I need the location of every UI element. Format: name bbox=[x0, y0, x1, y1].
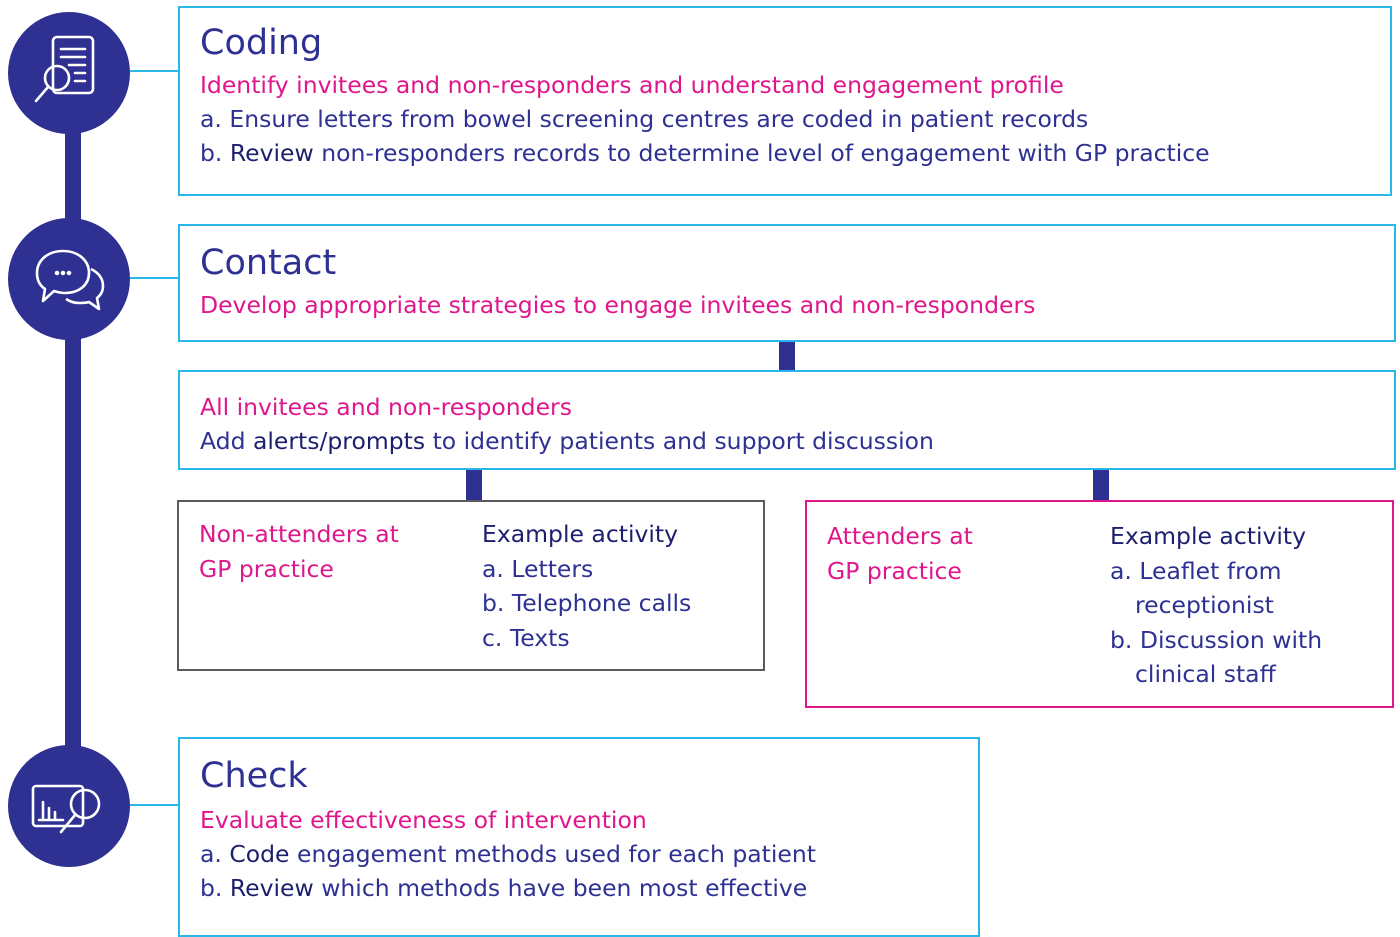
attenders-item: clinical staff bbox=[1135, 660, 1276, 688]
non-attenders-item: b. Telephone calls bbox=[482, 589, 692, 617]
non-attenders-heading-line2: GP practice bbox=[199, 554, 334, 583]
coding-connector bbox=[130, 70, 180, 72]
all-to-non-attenders-connector bbox=[466, 470, 482, 500]
all-invitees-heading: All invitees and non-responders bbox=[200, 393, 572, 421]
coding-box: Coding Identify invitees and non-respond… bbox=[178, 6, 1392, 196]
contact-title: Contact bbox=[200, 243, 337, 283]
check-item-b: b. Review which methods have been most e… bbox=[200, 874, 808, 902]
check-item-a-emphasis: Code bbox=[229, 840, 290, 868]
contact-connector bbox=[130, 277, 180, 279]
all-invitees-text: Add alerts/prompts to identify patients … bbox=[200, 427, 934, 455]
all-to-attenders-connector bbox=[1093, 470, 1109, 502]
contact-to-all-connector bbox=[779, 342, 795, 370]
document-magnifier-icon bbox=[34, 35, 95, 103]
attenders-item: a. Leaflet from bbox=[1110, 556, 1282, 585]
coding-icon-circle bbox=[8, 12, 130, 134]
attenders-item: receptionist bbox=[1135, 591, 1274, 619]
coding-item-b: b. Review non-responders records to dete… bbox=[200, 139, 1210, 167]
non-attenders-item: a. Letters bbox=[482, 554, 594, 583]
contact-subtitle: Develop appropriate strategies to engage… bbox=[200, 291, 1036, 319]
check-title: Check bbox=[200, 756, 308, 796]
non-attenders-item: c. Texts bbox=[482, 623, 570, 652]
attenders-activity-heading: Example activity bbox=[1110, 522, 1307, 550]
coding-item-a: a. Ensure letters from bowel screening c… bbox=[200, 105, 1089, 133]
contact-icon-circle bbox=[8, 218, 130, 340]
non-attenders-heading-line1: Non-attenders at bbox=[199, 520, 399, 548]
attenders-heading-line1: Attenders at bbox=[827, 522, 973, 550]
check-box: Check Evaluate effectiveness of interven… bbox=[178, 737, 980, 937]
speech-bubbles-icon bbox=[35, 249, 105, 311]
check-icon-circle bbox=[8, 745, 130, 867]
coding-item-b-emphasis: Review bbox=[229, 139, 314, 167]
chart-magnifier-icon bbox=[31, 784, 101, 834]
contact-box: Contact Develop appropriate strategies t… bbox=[178, 224, 1396, 342]
check-item-a: a. Code engagement methods used for each… bbox=[200, 840, 816, 868]
all-invitees-emphasis: alerts/prompts bbox=[252, 427, 426, 455]
attenders-box: Attenders at GP practice Example activit… bbox=[805, 500, 1394, 708]
timeline-spine bbox=[65, 100, 81, 840]
non-attenders-activity-heading: Example activity bbox=[482, 520, 679, 548]
check-connector bbox=[130, 804, 180, 806]
coding-subtitle: Identify invitees and non-responders and… bbox=[200, 71, 1064, 99]
check-item-b-emphasis: Review bbox=[229, 874, 314, 902]
all-invitees-box: All invitees and non-responders Add aler… bbox=[178, 370, 1396, 470]
non-attenders-box: Non-attenders at GP practice Example act… bbox=[177, 500, 765, 671]
attenders-item: b. Discussion with bbox=[1110, 625, 1323, 654]
check-subtitle: Evaluate effectiveness of intervention bbox=[200, 806, 647, 834]
attenders-heading-line2: GP practice bbox=[827, 556, 962, 585]
coding-title: Coding bbox=[200, 23, 323, 63]
